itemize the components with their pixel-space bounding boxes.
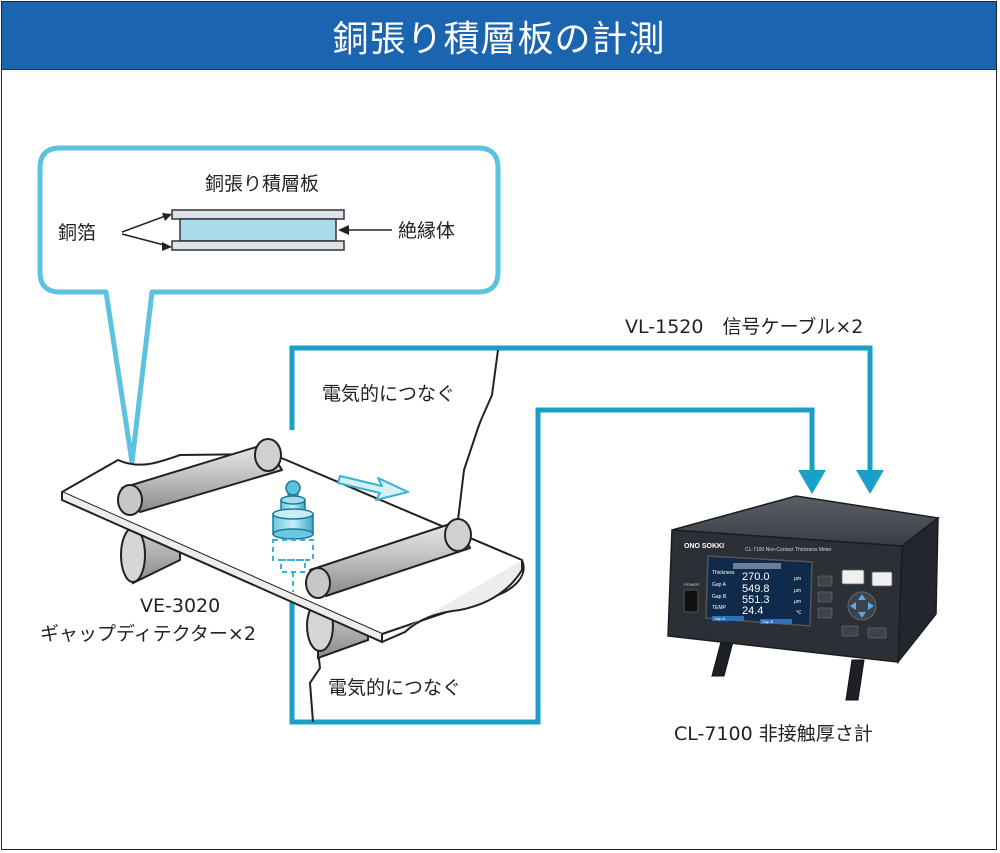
- row-unit-temp: ℃: [796, 610, 802, 616]
- callout-outline: [37, 145, 501, 465]
- copper-foil-top: [171, 209, 345, 220]
- gap-b-tag: Gap B: [762, 619, 774, 624]
- copper-arrow-top: [121, 214, 169, 233]
- nav-up-icon[interactable]: [858, 594, 866, 600]
- nav-left-icon[interactable]: [850, 602, 856, 610]
- gap-a-bar: [712, 616, 744, 621]
- connect-label-bottom: 電気的につなぐ: [328, 677, 461, 699]
- cable-outer: [289, 345, 873, 472]
- screen-key-2[interactable]: [817, 591, 833, 603]
- detector-model-label: VE-3020: [140, 595, 220, 617]
- device-leg-right: [845, 659, 865, 701]
- insulator-layer: [179, 218, 337, 242]
- cable-label: VL-1520 信号ケーブル×2: [625, 315, 863, 338]
- copper-arrowhead-bottom: [162, 242, 172, 251]
- row-name-gap-a: Gap A: [712, 582, 727, 588]
- screen-key-3[interactable]: [817, 607, 833, 619]
- laminate-sheet-edge: [61, 492, 383, 644]
- row-unit-gap-b: μm: [794, 599, 801, 605]
- esc-button[interactable]: [841, 625, 859, 637]
- gap-a-tag: Gap A: [714, 616, 725, 621]
- detector-name-label: ギャップディテクター×2: [40, 623, 256, 645]
- nav-pad[interactable]: [847, 591, 877, 621]
- conveyor-assembly: [61, 438, 525, 660]
- row-unit-gap-a: μm: [794, 588, 801, 594]
- cable-inner: [289, 407, 815, 725]
- laminate-sheet-curl: [381, 560, 523, 643]
- top-roller-left: [117, 438, 283, 516]
- nav-down-icon[interactable]: [858, 612, 866, 618]
- insulator-label: 絶縁体: [398, 220, 455, 242]
- gap-b-bar: [760, 619, 792, 624]
- nav-right-icon[interactable]: [868, 602, 874, 610]
- row-name-temp: TEMP: [712, 605, 727, 611]
- copper-arrowhead-top: [162, 213, 172, 221]
- copper-foil-bottom: [171, 240, 345, 251]
- connect-label-top: 電気的につなぐ: [322, 383, 455, 405]
- feed-direction-arrow: [337, 475, 409, 501]
- row-value-gap-b: 551.3: [742, 594, 770, 606]
- page-title: 銅張り積層板の計測: [332, 18, 666, 60]
- top-roller-right: [305, 518, 472, 599]
- gap-detector-top: [272, 480, 314, 540]
- callout-bubble: 銅張り積層板 銅箔 絶縁体: [37, 145, 501, 465]
- insulator-arrowhead: [338, 225, 349, 235]
- cable-arrowhead-outer: [856, 470, 884, 494]
- power-label: POWER: [684, 582, 699, 587]
- signal-cables: [289, 345, 873, 725]
- title-bar: 銅張り積層板の計測: [2, 2, 996, 70]
- row-value-thickness: 270.0: [742, 571, 770, 583]
- device-screen: [705, 555, 813, 627]
- row-value-temp: 24.4: [742, 605, 763, 617]
- copper-arrow-bottom: [121, 233, 169, 247]
- power-switch[interactable]: [683, 589, 699, 613]
- device-label: CL-7100 非接触厚さ計: [674, 723, 873, 745]
- device-brand: ONO SOKKI: [684, 543, 724, 550]
- cl7100-device: ONO SOKKI CL-7100 Non-Contact Thickness …: [667, 495, 940, 701]
- hold-button[interactable]: [871, 571, 893, 587]
- ground-line-top: [457, 349, 499, 521]
- screen-key-1[interactable]: [817, 575, 833, 587]
- start-stop-button[interactable]: [841, 569, 865, 585]
- row-name-thickness: Thickness: [712, 570, 735, 576]
- row-unit-thickness: μm: [794, 576, 801, 582]
- copper-foil-label: 銅箔: [58, 222, 96, 244]
- enter-button[interactable]: [867, 627, 887, 639]
- gap-detector-bottom: [272, 539, 314, 592]
- cable-arrowhead-inner: [798, 470, 826, 494]
- device-model-line: CL-7100 Non-Contact Thickness Meter: [745, 547, 832, 553]
- row-name-gap-b: Gap B: [712, 594, 727, 600]
- screen-header-bar: [733, 563, 781, 569]
- callout-heading: 銅張り積層板: [205, 173, 319, 195]
- row-value-gap-a: 549.8: [742, 583, 770, 595]
